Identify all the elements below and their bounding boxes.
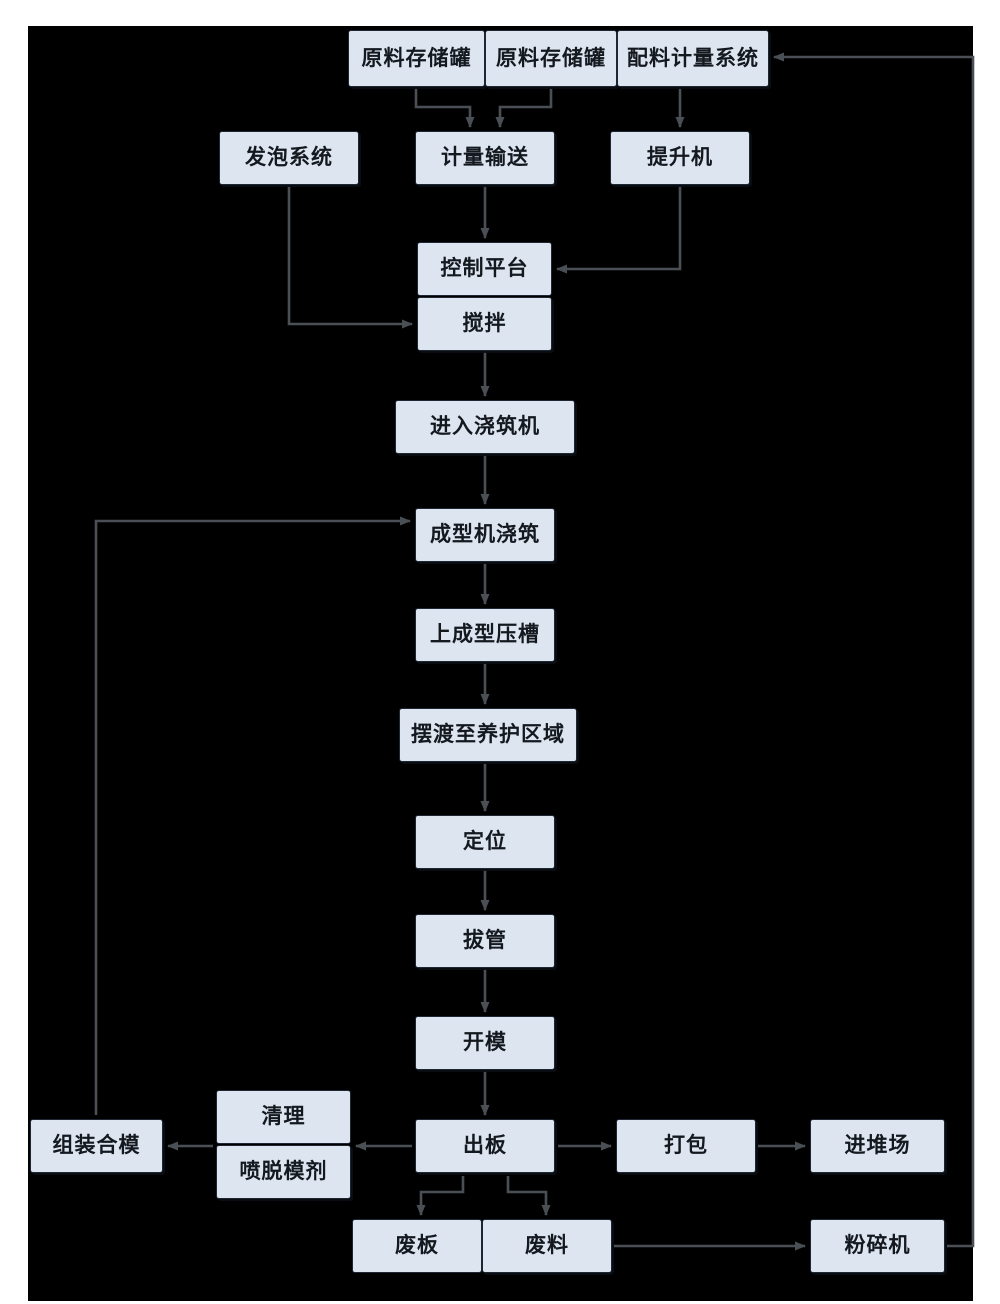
node-enter-casting-machine[interactable]: 进入浇筑机 bbox=[395, 400, 575, 454]
node-label: 配料计量系统 bbox=[627, 45, 759, 70]
node-batching-metering-system[interactable]: 配料计量系统 bbox=[617, 30, 769, 87]
node-label: 搅拌 bbox=[462, 311, 507, 336]
node-label: 废板 bbox=[395, 1233, 439, 1258]
node-label: 进堆场 bbox=[844, 1133, 911, 1158]
diagram-backdrop bbox=[28, 26, 973, 1301]
node-label: 喷脱模剂 bbox=[239, 1159, 328, 1184]
node-board-output[interactable]: 出板 bbox=[415, 1119, 555, 1173]
node-foaming-system[interactable]: 发泡系统 bbox=[219, 131, 359, 185]
node-mixing[interactable]: 搅拌 bbox=[417, 297, 552, 351]
node-waste-material[interactable]: 废料 bbox=[482, 1219, 612, 1273]
node-label: 原料存储罐 bbox=[496, 45, 606, 70]
node-label: 清理 bbox=[261, 1104, 306, 1129]
node-label: 出板 bbox=[463, 1133, 507, 1158]
node-control-platform[interactable]: 控制平台 bbox=[417, 242, 552, 296]
node-label: 定位 bbox=[463, 829, 507, 854]
node-packing[interactable]: 打包 bbox=[616, 1119, 756, 1173]
node-label: 组装合模 bbox=[52, 1133, 141, 1158]
node-label: 原料存储罐 bbox=[361, 45, 472, 70]
node-label: 发泡系统 bbox=[245, 145, 333, 170]
node-label: 拔管 bbox=[463, 928, 507, 953]
node-assemble-close-mold[interactable]: 组装合模 bbox=[30, 1119, 163, 1173]
node-label: 上成型压槽 bbox=[430, 622, 540, 647]
node-label: 成型机浇筑 bbox=[430, 522, 540, 547]
node-label: 控制平台 bbox=[440, 256, 529, 281]
node-waste-board[interactable]: 废板 bbox=[352, 1219, 482, 1273]
node-cleaning[interactable]: 清理 bbox=[216, 1090, 351, 1144]
node-label: 打包 bbox=[664, 1133, 708, 1158]
node-crusher[interactable]: 粉碎机 bbox=[810, 1219, 945, 1273]
node-label: 提升机 bbox=[647, 145, 713, 170]
node-raw-material-tank-2[interactable]: 原料存储罐 bbox=[485, 30, 617, 87]
node-label: 开模 bbox=[463, 1030, 507, 1055]
node-metering-conveying[interactable]: 计量输送 bbox=[415, 131, 555, 185]
node-forming-machine-casting[interactable]: 成型机浇筑 bbox=[415, 508, 555, 562]
node-spray-release-agent[interactable]: 喷脱模剂 bbox=[216, 1145, 351, 1199]
node-label: 摆渡至养护区域 bbox=[411, 722, 565, 747]
node-upper-forming-press-groove[interactable]: 上成型压槽 bbox=[415, 608, 555, 662]
node-label: 废料 bbox=[525, 1233, 569, 1258]
node-label: 计量输送 bbox=[441, 145, 529, 170]
node-label: 粉碎机 bbox=[844, 1233, 911, 1258]
node-pull-tube[interactable]: 拔管 bbox=[415, 914, 555, 968]
node-demolding[interactable]: 开模 bbox=[415, 1016, 555, 1070]
node-label: 进入浇筑机 bbox=[430, 414, 540, 439]
node-positioning[interactable]: 定位 bbox=[415, 815, 555, 869]
node-elevator[interactable]: 提升机 bbox=[610, 131, 750, 185]
node-enter-stacking-yard[interactable]: 进堆场 bbox=[810, 1119, 945, 1173]
node-raw-material-tank-1[interactable]: 原料存储罐 bbox=[348, 30, 485, 87]
node-ferry-to-curing-area[interactable]: 摆渡至养护区域 bbox=[399, 708, 577, 762]
